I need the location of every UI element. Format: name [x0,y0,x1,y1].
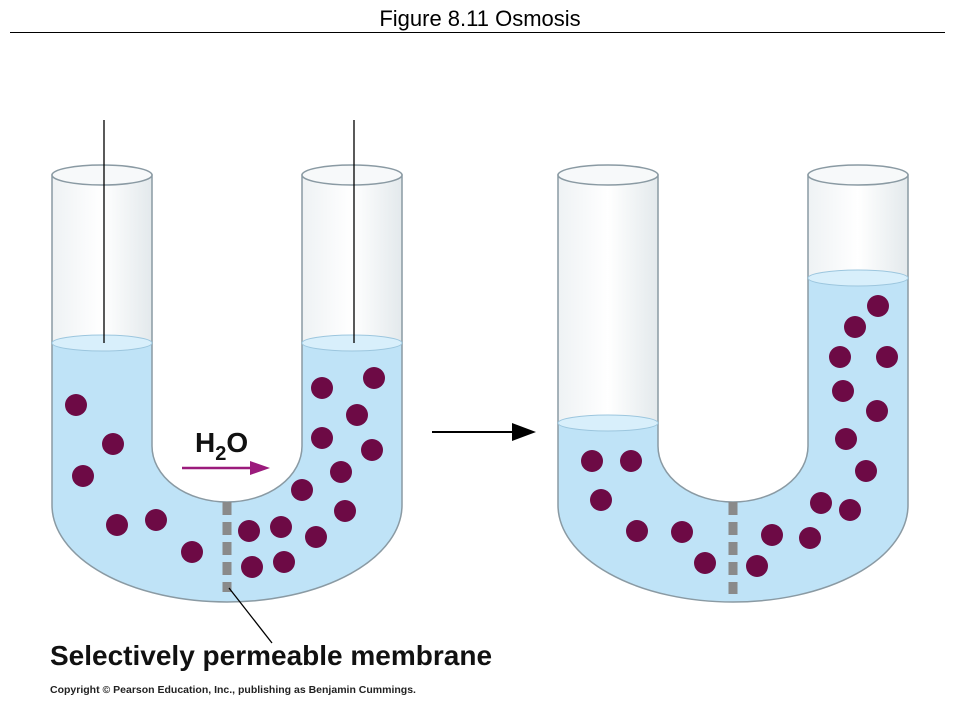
solute-molecule [626,520,648,542]
right-rim [301,164,403,186]
solute-molecule [694,552,716,574]
solute-molecule [832,380,854,402]
arrow-right-icon [182,461,270,475]
right-arm-glass [301,174,403,344]
solute-molecule [876,346,898,368]
solute-molecule [761,524,783,546]
solute-molecule [363,367,385,389]
solute-molecule [311,427,333,449]
solute-molecule [346,404,368,426]
membrane-pointer-line [228,587,273,644]
solute-molecules-after [581,295,898,577]
solute-molecule [839,499,861,521]
solute-molecules-before [65,367,385,578]
solute-molecule [181,541,203,563]
solute-molecule [620,450,642,472]
solute-molecule [835,428,857,450]
left-water-surface [51,334,153,352]
solute-molecule [330,461,352,483]
arrow-right-icon [432,423,536,441]
solute-molecule [241,556,263,578]
solute-molecule [867,295,889,317]
left-rim [557,164,659,186]
solute-molecule [238,520,260,542]
solute-molecule [581,450,603,472]
solute-molecule [590,489,612,511]
solute-molecule [829,346,851,368]
left-arm-glass [557,174,659,424]
solute-molecule [106,514,128,536]
left-rim [51,164,153,186]
solute-molecule [671,521,693,543]
solute-molecule [311,377,333,399]
solute-molecule [866,400,888,422]
copyright-notice: Copyright © Pearson Education, Inc., pub… [50,684,416,696]
solute-molecule [361,439,383,461]
right-rim [807,164,909,186]
figure-title: Figure 8.11 Osmosis [379,6,581,31]
u-tube-before: H2O [51,120,403,644]
solute-molecule [72,465,94,487]
u-tube-after [557,164,909,603]
membrane-label: Selectively permeable membrane [50,640,493,671]
solute-molecule [65,394,87,416]
solute-molecule [145,509,167,531]
solute-molecule [334,500,356,522]
left-water-surface [557,414,659,432]
solute-molecule [102,433,124,455]
solute-molecule [746,555,768,577]
right-water-surface [301,334,403,352]
right-arm-glass [807,174,909,279]
water-body [557,277,909,603]
solute-molecule [855,460,877,482]
left-arm-glass [51,174,153,344]
solute-molecule [810,492,832,514]
solute-molecule [270,516,292,538]
solute-molecule [799,527,821,549]
right-water-surface [807,269,909,287]
title-rule [10,32,945,33]
solute-molecule [844,316,866,338]
solute-molecule [273,551,295,573]
solute-molecule [305,526,327,548]
water-label: H2O [195,427,248,465]
solute-molecule [291,479,313,501]
